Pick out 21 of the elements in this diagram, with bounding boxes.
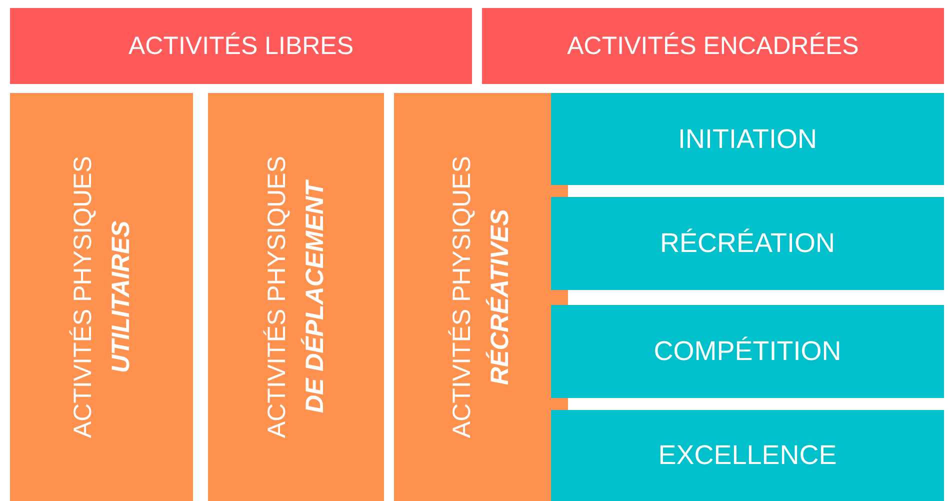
level-box <box>551 197 944 290</box>
label-text: RÉCRÉATION <box>660 228 835 259</box>
level-box <box>551 410 944 501</box>
label-text: ACTIVITÉS LIBRES <box>128 32 354 60</box>
level-box <box>551 305 944 398</box>
label-text: ACTIVITÉS PHYSIQUES <box>262 156 292 438</box>
emphasis-text: DE DÉPLACEMENT <box>300 181 330 413</box>
level-box <box>551 93 944 185</box>
label-text: INITIATION <box>678 124 817 154</box>
emphasis-text: UTILITAIRES <box>106 220 136 374</box>
label-text: EXCELLENCE <box>658 440 837 471</box>
category-header <box>10 8 472 84</box>
activity-column <box>394 93 568 501</box>
label-text: COMPÉTITION <box>654 336 842 367</box>
label-text: ACTIVITÉS PHYSIQUES <box>447 156 477 438</box>
emphasis-text: RÉCRÉATIVES <box>485 209 515 385</box>
category-header <box>482 8 944 84</box>
activity-column <box>208 93 384 501</box>
activity-column <box>10 93 193 501</box>
label-text: ACTIVITÉS PHYSIQUES <box>68 156 98 438</box>
label-text: ACTIVITÉS ENCADRÉES <box>567 32 859 60</box>
